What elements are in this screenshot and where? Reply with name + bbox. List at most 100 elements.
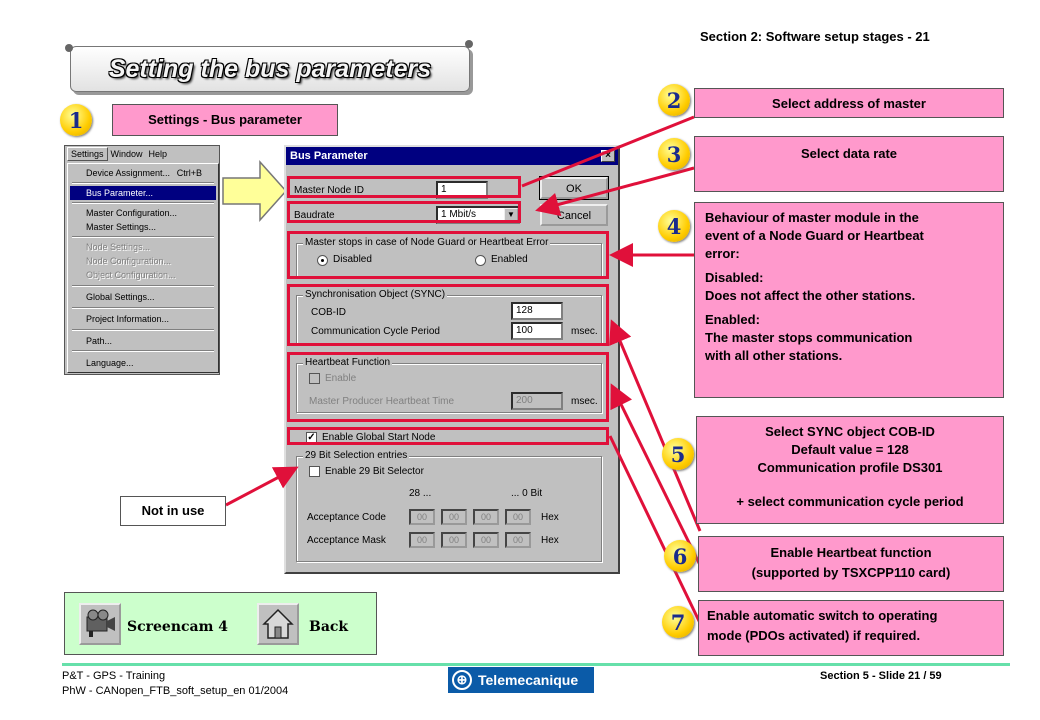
- menu-dropdown: Device Assignment...Ctrl+B Bus Parameter…: [67, 163, 219, 373]
- scroll-knob: [465, 40, 473, 48]
- callout-5-line: Communication profile DS301: [757, 460, 943, 475]
- navigation-box: Screencam 4 Back: [64, 592, 377, 655]
- master-node-label: Master Node ID: [294, 185, 365, 196]
- cycle-period-field[interactable]: 100: [511, 322, 563, 340]
- menu-item-path[interactable]: Path...: [86, 336, 113, 346]
- callout-4-line: Behaviour of master module in the: [705, 210, 919, 225]
- heartbeat-group-title: Heartbeat Function: [303, 357, 393, 368]
- baudrate-select[interactable]: 1 Mbit/s ▼: [436, 206, 520, 224]
- highlight-master-stops: [287, 231, 609, 279]
- menu-item-node-configuration: Node Configuration...: [86, 256, 172, 266]
- menu-separator: [72, 182, 214, 184]
- heartbeat-time-field: 200: [511, 392, 563, 410]
- highlight-baudrate: [287, 201, 521, 223]
- acceptance-mask-cell: 00: [409, 532, 435, 548]
- line-callout-3: [535, 166, 695, 217]
- title-banner: Setting the bus parameters: [70, 46, 470, 92]
- line-callout-7: [608, 435, 702, 624]
- home-icon[interactable]: [257, 603, 299, 645]
- menu-item-node-settings: Node Settings...: [86, 242, 151, 252]
- bit29-group: 29 Bit Selection entries Enable 29 Bit S…: [296, 450, 602, 562]
- acceptance-code-cell: 00: [505, 509, 531, 525]
- menu-item-device-assignment[interactable]: Device Assignment...Ctrl+B: [86, 168, 202, 178]
- callout-3: Select data rate: [694, 136, 1004, 192]
- disabled-radio[interactable]: [317, 255, 328, 266]
- menu-item-project-information[interactable]: Project Information...: [86, 314, 170, 324]
- callout-6: Enable Heartbeat function (supported by …: [698, 536, 1004, 592]
- back-link[interactable]: Back: [309, 619, 349, 635]
- screencam-icon[interactable]: [79, 603, 121, 645]
- logo-text: Telemecanique: [478, 672, 579, 688]
- line-callout-5: [609, 319, 702, 532]
- hex-label: Hex: [541, 512, 559, 523]
- acceptance-code-cell: 00: [409, 509, 435, 525]
- line-not-in-use: [225, 466, 299, 507]
- menu-item-bus-parameter[interactable]: Bus Parameter...: [70, 186, 216, 200]
- bus-parameter-dialog: Bus Parameter × Master Node ID 1 Baudrat…: [284, 145, 620, 574]
- section-header: Section 2: Software setup stages - 21: [700, 29, 930, 44]
- callout-4-line: event of a Node Guard or Heartbeat: [705, 228, 924, 243]
- slide-number: Section 5 - Slide 21 / 59: [820, 670, 942, 682]
- acceptance-code-cell: 00: [473, 509, 499, 525]
- callout-6-line: Enable Heartbeat function: [770, 545, 932, 560]
- callout-5-line: + select communication cycle period: [736, 494, 964, 509]
- arrow-right-icon: [222, 160, 288, 222]
- step-badge-5: 5: [662, 438, 694, 470]
- acceptance-mask-cell: 00: [473, 532, 499, 548]
- callout-4-line: The master stops communication: [705, 330, 913, 345]
- callout-7: Enable automatic switch to operating mod…: [698, 600, 1004, 656]
- telemecanique-logo: ⊕ Telemecanique: [448, 667, 594, 693]
- menu-separator: [72, 285, 214, 287]
- menubar: Settings Window Help: [65, 146, 219, 162]
- step-badge-6: 6: [664, 540, 696, 572]
- enabled-radio-label: Enabled: [491, 254, 528, 265]
- bit-high-label: 28 ...: [409, 488, 432, 499]
- step-badge-2: 2: [658, 84, 690, 116]
- line-callout-6: [610, 383, 702, 566]
- menu-item-language[interactable]: Language...: [86, 358, 134, 368]
- scroll-knob: [65, 44, 73, 52]
- step-badge-1: 1: [60, 104, 92, 136]
- footer-left-2: PhW - CANopen_FTB_soft_setup_en 01/2004: [62, 685, 289, 697]
- callout-2: Select address of master: [694, 88, 1004, 118]
- menu-item-master-configuration[interactable]: Master Configuration...: [86, 208, 178, 218]
- step-badge-3: 3: [658, 138, 690, 170]
- menu-separator: [72, 236, 214, 238]
- bit29-group-title: 29 Bit Selection entries: [303, 450, 410, 461]
- acceptance-mask-cell: 00: [505, 532, 531, 548]
- acceptance-mask-label: Acceptance Mask: [307, 535, 386, 546]
- acceptance-code-cell: 00: [441, 509, 467, 525]
- callout-4-line: error:: [705, 246, 740, 261]
- heartbeat-enable-checkbox: [309, 373, 320, 384]
- bit29-checkbox[interactable]: [309, 466, 320, 477]
- menu-item-global-settings[interactable]: Global Settings...: [86, 292, 155, 302]
- acceptance-code-label: Acceptance Code: [307, 512, 386, 523]
- master-stops-group-title: Master stops in case of Node Guard or He…: [303, 237, 551, 248]
- step-badge-7: 7: [662, 606, 694, 638]
- callout-7-line: Enable automatic switch to operating: [707, 608, 938, 623]
- cob-id-field[interactable]: 128: [511, 302, 563, 320]
- disabled-radio-label: Disabled: [333, 254, 372, 265]
- enabled-radio[interactable]: [475, 255, 486, 266]
- menu-settings[interactable]: Settings: [67, 147, 108, 161]
- step1-label: Settings - Bus parameter: [112, 104, 338, 136]
- menu-separator: [72, 329, 214, 331]
- heartbeat-group: Heartbeat Function Enable Master Produce…: [296, 357, 602, 413]
- highlight-master-node: [287, 176, 521, 198]
- callout-6-line: (supported by TSXCPP110 card): [751, 565, 951, 580]
- footer-divider: [62, 663, 1010, 666]
- screencam-link[interactable]: Screencam 4: [127, 619, 229, 635]
- step-badge-4: 4: [658, 210, 690, 242]
- heartbeat-enable-label: Enable: [325, 373, 357, 384]
- bit-low-label: ... 0 Bit: [511, 488, 543, 499]
- menu-separator: [72, 350, 214, 352]
- menu-window[interactable]: Window: [110, 149, 143, 159]
- callout-4-line: with all other stations.: [705, 348, 843, 363]
- menu-item-master-settings[interactable]: Master Settings...: [86, 222, 157, 232]
- master-node-field[interactable]: 1: [436, 181, 488, 199]
- menu-help[interactable]: Help: [148, 149, 168, 159]
- heartbeat-time-label: Master Producer Heartbeat Time: [309, 396, 455, 407]
- bit29-label: Enable 29 Bit Selector: [325, 466, 424, 477]
- menu-item-object-configuration: Object Configuration...: [86, 270, 176, 280]
